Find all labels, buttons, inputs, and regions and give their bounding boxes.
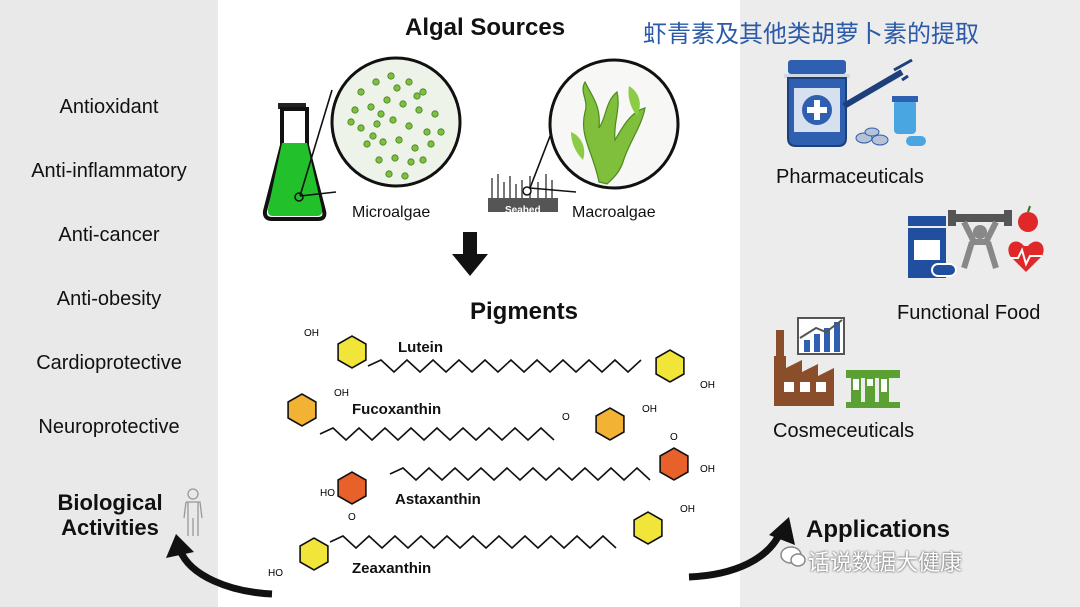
applications-title: Applications bbox=[806, 516, 951, 543]
fucoxanthin-ring-right bbox=[595, 407, 625, 441]
fucoxanthin-oh-right: OH bbox=[642, 404, 657, 415]
algae-cell bbox=[372, 78, 380, 86]
algae-cell bbox=[407, 158, 415, 166]
zeaxanthin-oh-right: OH bbox=[680, 504, 695, 515]
zoom-line-micro bbox=[299, 89, 337, 197]
macroalgae-label: Macroalgae bbox=[572, 204, 656, 221]
algae-cell bbox=[437, 128, 445, 136]
algae-cell bbox=[423, 128, 431, 136]
astaxanthin-oh-right: OH bbox=[700, 464, 715, 475]
algae-cell bbox=[415, 106, 423, 114]
algae-cell bbox=[401, 172, 409, 180]
algae-cell bbox=[395, 136, 403, 144]
microalgae-image bbox=[330, 56, 462, 188]
wechat-icon bbox=[780, 546, 806, 567]
algae-cell bbox=[377, 110, 385, 118]
algae-cell bbox=[431, 110, 439, 118]
flask-icon bbox=[262, 103, 327, 221]
algae-cell bbox=[391, 154, 399, 162]
algae-cell bbox=[383, 96, 391, 104]
lutein-oh-left: OH bbox=[304, 328, 319, 339]
fucoxanthin-oh-left: OH bbox=[334, 388, 349, 399]
algae-cell bbox=[357, 88, 365, 96]
lutein-ring-right bbox=[655, 349, 685, 383]
algal-sources-title: Algal Sources bbox=[405, 14, 566, 41]
algae-cell bbox=[351, 106, 359, 114]
pigment-label-fucoxanthin: Fucoxanthin bbox=[352, 401, 442, 418]
algae-cell bbox=[413, 92, 421, 100]
algae-cell bbox=[389, 116, 397, 124]
astaxanthin-o-left: O bbox=[348, 512, 356, 523]
biological-activities-panel bbox=[0, 0, 218, 607]
fucoxanthin-o: O bbox=[562, 412, 570, 423]
pigment-label-astaxanthin: Astaxanthin bbox=[395, 491, 481, 508]
app-label-cosmeceuticals: Cosmeceuticals bbox=[773, 420, 915, 442]
app-label-functional-food: Functional Food bbox=[897, 302, 1041, 324]
biological-activities-title: Biological Activities bbox=[57, 490, 163, 540]
seabed-label: Seabed bbox=[505, 205, 541, 216]
algae-cell bbox=[427, 140, 435, 148]
zeaxanthin-ring-left bbox=[299, 537, 329, 571]
algae-cell bbox=[375, 156, 383, 164]
algae-cell bbox=[393, 84, 401, 92]
pigment-label-lutein: Lutein bbox=[398, 339, 443, 356]
activity-anti-obesity: Anti-obesity bbox=[56, 288, 162, 310]
astaxanthin-ring-right bbox=[659, 447, 689, 481]
activity-antioxidant: Antioxidant bbox=[59, 96, 159, 118]
algae-cell bbox=[379, 138, 387, 146]
curved-arrow-left bbox=[166, 534, 273, 598]
algae-cell bbox=[367, 103, 375, 111]
algae-cell bbox=[369, 132, 377, 140]
astaxanthin-oh-left: HO bbox=[320, 488, 335, 499]
algae-cell bbox=[399, 100, 407, 108]
human-body-icon bbox=[183, 488, 203, 536]
down-arrow-icon bbox=[452, 232, 488, 276]
lutein-chain bbox=[367, 358, 642, 374]
algae-cell bbox=[419, 156, 427, 164]
activity-neuroprotective: Neuroprotective bbox=[38, 416, 180, 438]
fucoxanthin-chain bbox=[319, 426, 555, 442]
chinese-title: 虾青素及其他类胡萝卜素的提取 bbox=[643, 20, 979, 48]
fucoxanthin-ring-left bbox=[287, 393, 317, 427]
algae-cell bbox=[347, 118, 355, 126]
algae-cell bbox=[405, 78, 413, 86]
functional-food-icon bbox=[908, 205, 1044, 278]
microalgae-label: Microalgae bbox=[352, 204, 431, 221]
app-label-pharmaceuticals: Pharmaceuticals bbox=[776, 166, 924, 188]
algae-cell bbox=[419, 88, 427, 96]
pigment-label-zeaxanthin: Zeaxanthin bbox=[352, 560, 432, 577]
algae-cell bbox=[387, 72, 395, 80]
activity-anti-cancer: Anti-cancer bbox=[58, 224, 160, 246]
algae-cell bbox=[373, 120, 381, 128]
cosmeceuticals-icon bbox=[774, 317, 900, 408]
zeaxanthin-chain bbox=[329, 534, 617, 550]
pigments-title: Pigments bbox=[470, 298, 579, 325]
algae-cell bbox=[385, 170, 393, 178]
astaxanthin-ring-left bbox=[337, 471, 367, 505]
algae-cell bbox=[405, 122, 413, 130]
zeaxanthin-oh-left: HO bbox=[268, 568, 283, 579]
zeaxanthin-ring-right bbox=[633, 511, 663, 545]
lutein-ring-left bbox=[337, 335, 367, 369]
algae-cell bbox=[411, 144, 419, 152]
algae-cell bbox=[357, 124, 365, 132]
pharmaceuticals-icon bbox=[784, 58, 926, 147]
watermark-text: 话说数据大健康 bbox=[808, 551, 963, 576]
activity-anti-inflammatory: Anti-inflammatory bbox=[31, 160, 187, 182]
astaxanthin-chain bbox=[389, 466, 651, 482]
lutein-oh-right: OH bbox=[700, 380, 715, 391]
macroalgae-image bbox=[548, 58, 680, 190]
algae-cell bbox=[363, 140, 371, 148]
astaxanthin-o-right: O bbox=[670, 432, 678, 443]
curved-arrow-right bbox=[688, 517, 795, 581]
activity-cardioprotective: Cardioprotective bbox=[36, 352, 182, 374]
